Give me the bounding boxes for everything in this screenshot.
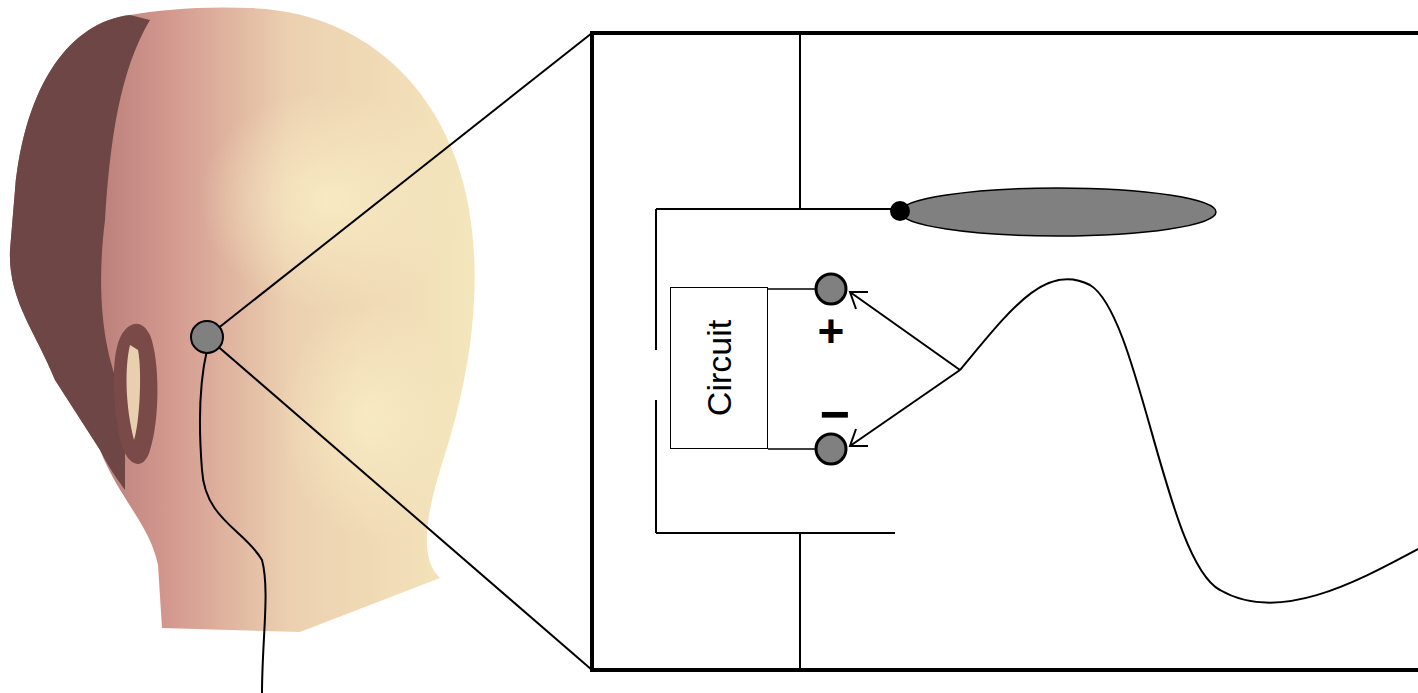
wire xyxy=(768,288,816,290)
waveform xyxy=(960,279,1418,603)
zoom-line xyxy=(207,33,592,337)
box-label: Circuit xyxy=(702,320,736,416)
signal-arrow xyxy=(850,292,960,446)
electrode-wire xyxy=(200,350,266,693)
circuit-box: Circuit xyxy=(670,287,768,449)
zoom-line xyxy=(207,337,592,670)
electrode xyxy=(191,321,223,353)
wire xyxy=(768,448,816,450)
polarity-sign: − xyxy=(820,388,850,440)
pivot-dot xyxy=(890,201,910,221)
housing xyxy=(656,33,900,670)
zoom-frame xyxy=(592,33,1418,670)
polarity-sign: + xyxy=(818,308,845,354)
electrode-contact xyxy=(816,274,846,304)
membrane xyxy=(900,188,1216,236)
